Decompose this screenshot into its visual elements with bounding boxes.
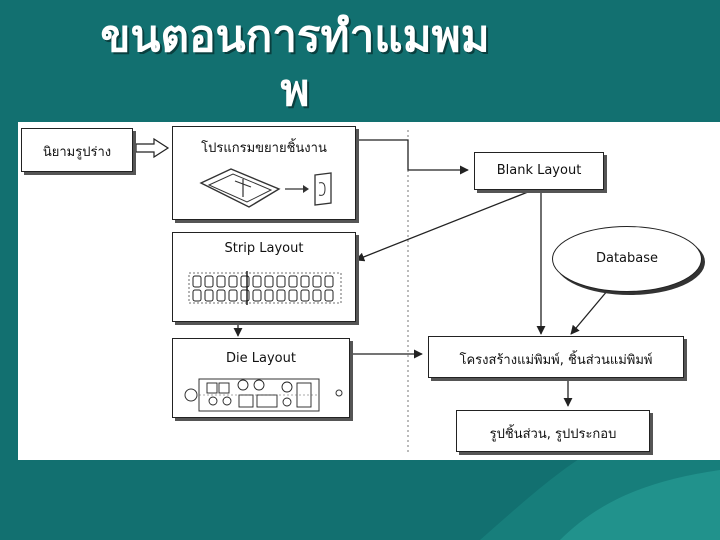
- arrow-database-to-structure: [570, 283, 614, 335]
- blank-layout-box: Blank Layout: [474, 152, 604, 190]
- part-assembly-box: รูปชิ้นส่วน, รูปประกอบ: [456, 410, 650, 452]
- unfold-program-box: โปรแกรมขยายชิ้นงาน: [172, 126, 356, 220]
- slide-title: ขนตอนการทำแมพม พ: [60, 10, 530, 118]
- diagram-connectors: [135, 130, 614, 452]
- unfold-program-label: โปรแกรมขยายชิ้นงาน: [201, 141, 327, 156]
- strip-layout-label: Strip Layout: [224, 241, 304, 256]
- die-structure-label: โครงสร้างแม่พิมพ์, ชิ้นส่วนแม่พิมพ์: [459, 353, 653, 368]
- strip-layout-box: Strip Layout: [172, 232, 356, 322]
- strip-layout-illustration: [188, 271, 342, 305]
- die-layout-label: Die Layout: [226, 351, 296, 366]
- die-layout-box: Die Layout: [172, 338, 350, 418]
- define-shape-box: นิยามรูปร่าง: [21, 128, 133, 172]
- slide-title-line-2: พ: [280, 65, 310, 116]
- arrow-blank-to-strip: [355, 187, 539, 262]
- sheet-part-illustration: [199, 168, 332, 208]
- blank-layout-label: Blank Layout: [496, 163, 582, 178]
- die-structure-box: โครงสร้างแม่พิมพ์, ชิ้นส่วนแม่พิมพ์: [428, 336, 684, 378]
- database-node: Database: [552, 226, 702, 292]
- database-label: Database: [595, 251, 659, 266]
- part-assembly-label: รูปชิ้นส่วน, รูปประกอบ: [489, 427, 617, 442]
- die-layout-illustration: [184, 378, 343, 412]
- arrow-program-to-blank: [358, 139, 469, 175]
- process-diagram: นิยามรูปร่าง โปรแกรมขยายชิ้นงาน Blank La…: [18, 122, 720, 460]
- hollow-arrow: [135, 137, 170, 159]
- define-shape-label: นิยามรูปร่าง: [42, 145, 112, 160]
- slide-title-line-1: ขนตอนการทำแมพม: [100, 11, 490, 62]
